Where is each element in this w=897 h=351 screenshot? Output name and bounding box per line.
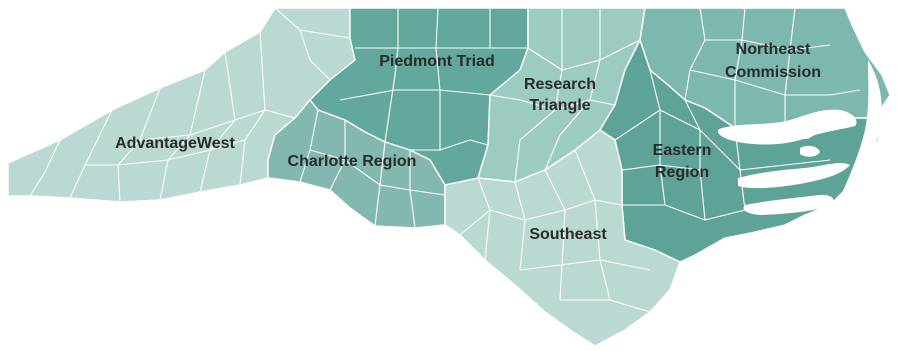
water-bodies (717, 60, 882, 215)
county-boundaries (29, 7, 861, 313)
albemarle-sound (717, 109, 857, 145)
region-labels: AdvantageWest Piedmont Triad Research Tr… (115, 41, 821, 243)
label-research-triangle-line1: Research (524, 76, 596, 93)
label-eastern-region-line1: Eastern (653, 142, 712, 159)
label-northeast-commission-line2: Commission (725, 64, 821, 81)
label-southeast: Southeast (529, 226, 607, 243)
pamlico-river (738, 163, 850, 189)
label-northeast-commission-line1: Northeast (736, 41, 811, 58)
lake (800, 145, 820, 157)
region-southeast[interactable] (444, 129, 681, 347)
label-eastern-region-line2: Region (655, 164, 709, 181)
label-advantagewest: AdvantageWest (115, 135, 235, 152)
label-piedmont-triad: Piedmont Triad (379, 53, 495, 70)
outer-banks-sound (835, 60, 882, 210)
label-charlotte-region: Charlotte Region (288, 153, 417, 170)
neuse-river (743, 194, 834, 215)
label-research-triangle-line2: Triangle (529, 97, 590, 114)
